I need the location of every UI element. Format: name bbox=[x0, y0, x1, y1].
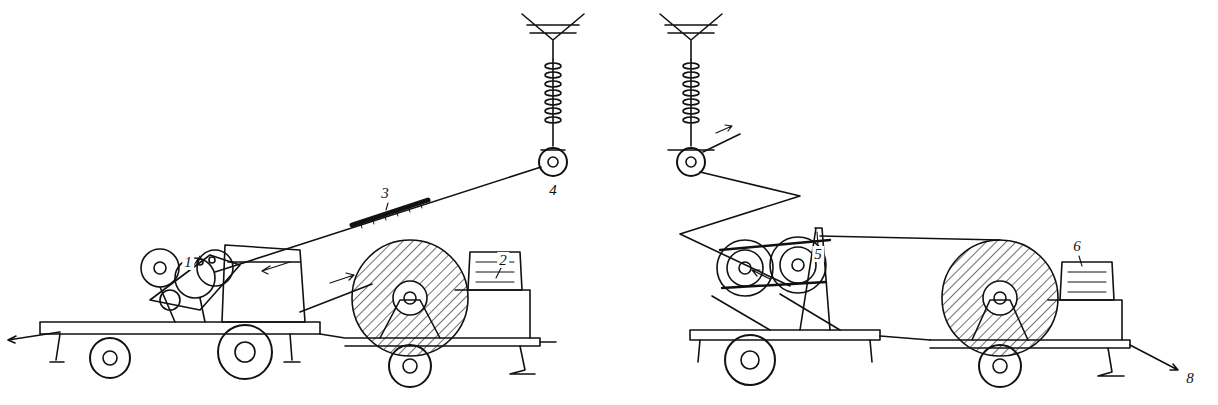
left-tower-insulator-part bbox=[539, 148, 567, 176]
pilot-rope bbox=[680, 125, 1000, 286]
reel-trailer-part bbox=[540, 341, 556, 343]
puller-machine-part bbox=[103, 351, 117, 365]
reel-trailer-part bbox=[393, 281, 427, 315]
reel-trailer-right-part bbox=[993, 359, 1007, 373]
puller-machine-part bbox=[90, 338, 130, 378]
reel-trailer-right-part bbox=[942, 240, 1058, 356]
left-tower-insulator-part bbox=[522, 14, 584, 60]
ground-anchor-part bbox=[1130, 345, 1178, 370]
cable-with-tensioner-part bbox=[352, 200, 428, 225]
callout-number: 8 bbox=[1184, 370, 1196, 386]
reel-trailer-right-part bbox=[979, 345, 1021, 387]
reel-trailer-right-part bbox=[1068, 272, 1106, 292]
pilot-rope-part bbox=[703, 134, 740, 152]
reel-trailer bbox=[320, 240, 556, 387]
reel-trailer-right-part bbox=[1048, 300, 1122, 340]
puller-machine-part bbox=[235, 342, 255, 362]
puller-machine bbox=[8, 245, 320, 379]
puller-machine-part bbox=[141, 249, 179, 287]
callout-number: 3 bbox=[379, 185, 391, 201]
tensioner-machine-part bbox=[712, 294, 840, 330]
left-tower-insulator bbox=[522, 14, 584, 176]
callout-number: 2 bbox=[497, 252, 509, 268]
tensioner-machine bbox=[690, 228, 930, 385]
right-tower-insulator bbox=[660, 14, 722, 176]
pilot-rope-part bbox=[680, 172, 800, 286]
left-tower-insulator-part bbox=[548, 157, 558, 167]
tensioner-machine-part bbox=[725, 335, 775, 385]
tensioner-machine-part bbox=[739, 262, 751, 274]
tensioner-machine-part bbox=[690, 330, 880, 340]
puller-machine-part bbox=[218, 325, 272, 379]
reel-trailer-part bbox=[455, 290, 530, 338]
reel-trailer-part bbox=[352, 240, 468, 356]
reel-trailer-part bbox=[389, 345, 431, 387]
callout-number: 4 bbox=[547, 182, 559, 198]
cable-with-tensioner-part bbox=[262, 262, 290, 274]
reel-trailer-right-part bbox=[1098, 348, 1124, 376]
reel-trailer-right-part bbox=[1060, 262, 1114, 300]
callout-number: 1 bbox=[182, 254, 194, 270]
leader-lines-part bbox=[386, 203, 388, 210]
reel-trailer-part bbox=[468, 252, 522, 290]
right-tower-insulator-part bbox=[686, 157, 696, 167]
puller-machine-part bbox=[209, 257, 215, 263]
right-tower-insulator-part bbox=[668, 60, 714, 150]
cable-with-tensioner-part bbox=[330, 273, 354, 283]
tensioner-machine-part bbox=[720, 240, 830, 288]
puller-machine-part bbox=[228, 261, 300, 263]
pilot-rope-part bbox=[716, 125, 732, 133]
pilot-rope-part bbox=[820, 236, 1000, 240]
left-tower-insulator-part bbox=[541, 60, 565, 150]
reel-trailer-part bbox=[403, 359, 417, 373]
tensioner-machine-part bbox=[880, 336, 930, 340]
leader-lines-part bbox=[1079, 256, 1082, 266]
reel-trailer-part bbox=[380, 300, 440, 338]
puller-machine-part bbox=[50, 334, 300, 362]
tensioner-machine-part bbox=[741, 351, 759, 369]
leader-lines-part bbox=[817, 232, 818, 246]
leader-lines-part bbox=[496, 268, 501, 278]
reel-trailer-right-part bbox=[972, 300, 1028, 340]
right-tower-insulator-part bbox=[660, 14, 722, 60]
puller-machine-part bbox=[40, 322, 320, 334]
leader-lines bbox=[192, 203, 1082, 278]
puller-machine-part bbox=[154, 262, 166, 274]
puller-machine-part bbox=[222, 245, 305, 322]
reel-trailer-right-part bbox=[983, 281, 1017, 315]
reel-trailer-part bbox=[404, 292, 416, 304]
tensioner-machine-part bbox=[727, 250, 763, 286]
reel-trailer-part bbox=[510, 346, 535, 374]
reel-trailer-right bbox=[930, 240, 1130, 387]
cable-with-tensioner-part bbox=[360, 202, 422, 228]
tensioner-machine-part bbox=[792, 259, 804, 271]
callout-number: 6 bbox=[1071, 238, 1083, 254]
puller-machine-part bbox=[160, 287, 205, 322]
callout-number: 5 bbox=[812, 246, 824, 262]
puller-machine-part bbox=[197, 250, 233, 286]
ground-anchor bbox=[1130, 345, 1178, 370]
reel-trailer-right-part bbox=[994, 292, 1006, 304]
